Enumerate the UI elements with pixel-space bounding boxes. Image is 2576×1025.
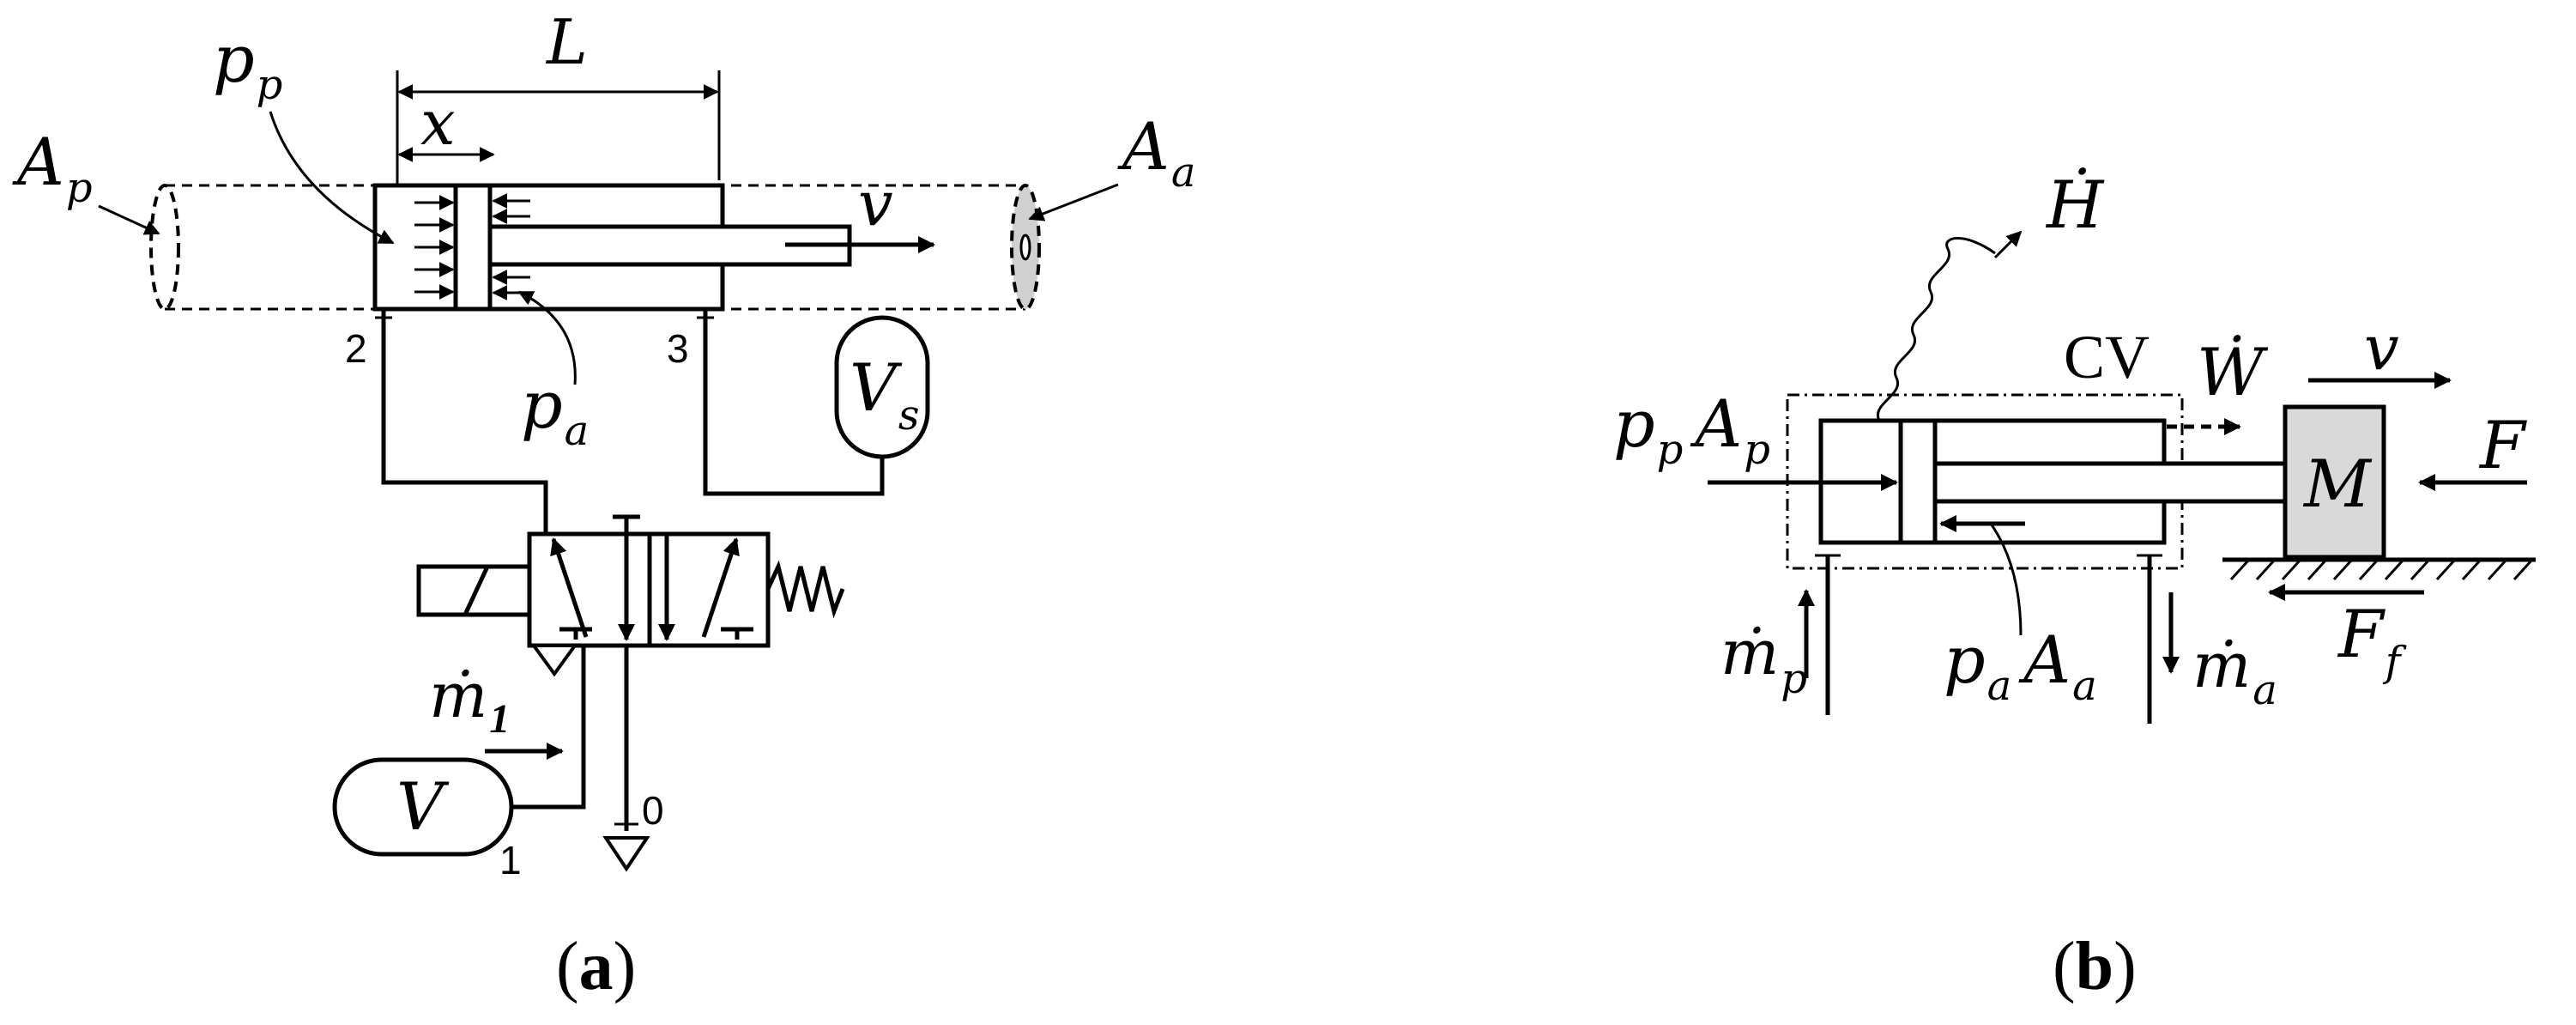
piston-b <box>1898 418 1938 545</box>
piston <box>453 183 493 312</box>
leader-aa <box>1028 183 1119 221</box>
label-m: M <box>2302 446 2373 522</box>
label-pa: pa <box>521 367 589 455</box>
label-v-velocity: v <box>858 167 893 240</box>
label-ff: Ff <box>2337 596 2407 686</box>
panel-a: pp L x Ap Aa v pa Vs V ṁ1 2 3 0 1 (a) <box>12 6 1196 1004</box>
label-port-1: 1 <box>499 838 522 882</box>
spring <box>765 560 845 619</box>
label-m1: ṁ1 <box>429 659 510 742</box>
label-hdot: Ḣ <box>2045 167 2105 243</box>
label-f: F <box>2478 407 2527 483</box>
mass-block <box>2283 404 2386 560</box>
caption-b: (b) <box>2053 929 2137 1004</box>
rod-b <box>1932 461 2289 504</box>
leader-pa-aa <box>1989 523 2023 636</box>
leader-ap <box>98 204 160 235</box>
label-vs: Vs <box>850 349 920 440</box>
leader-pp <box>269 111 395 245</box>
exhaust-triangle <box>602 836 650 872</box>
heat-wavy-arrow <box>1876 237 1996 422</box>
label-pp: pp <box>213 21 282 109</box>
pipe-port-3 <box>703 309 885 496</box>
area-ap-ellipse <box>149 184 180 311</box>
mass-flow-pipes <box>1815 554 2162 724</box>
label-port-2: 2 <box>345 326 367 371</box>
label-cv: CV <box>2064 323 2150 391</box>
dimension-l <box>396 70 721 185</box>
label-v-b: v <box>2364 312 2399 384</box>
caption-a: (a) <box>556 929 636 1004</box>
piston-rod <box>487 224 852 267</box>
label-l: L <box>545 6 588 78</box>
label-v-volume: V <box>396 768 450 845</box>
label-x: x <box>420 87 456 159</box>
volume-vs <box>834 315 930 459</box>
label-aa: Aa <box>1117 108 1196 197</box>
ground-hatch <box>2222 557 2536 581</box>
directional-valve <box>416 514 845 677</box>
label-wdot: Ẇ <box>2197 334 2269 410</box>
pressure-arrows-left <box>414 195 455 300</box>
label-ma: ṁa <box>2192 629 2277 714</box>
label-mp: ṁp <box>1720 616 1807 703</box>
pipe-supply <box>511 646 586 810</box>
label-ap: Ap <box>12 124 93 212</box>
pipe-port-2 <box>381 309 548 537</box>
label-port-3: 3 <box>667 326 689 371</box>
leader-pa <box>517 290 577 385</box>
label-port-0: 0 <box>642 788 664 833</box>
